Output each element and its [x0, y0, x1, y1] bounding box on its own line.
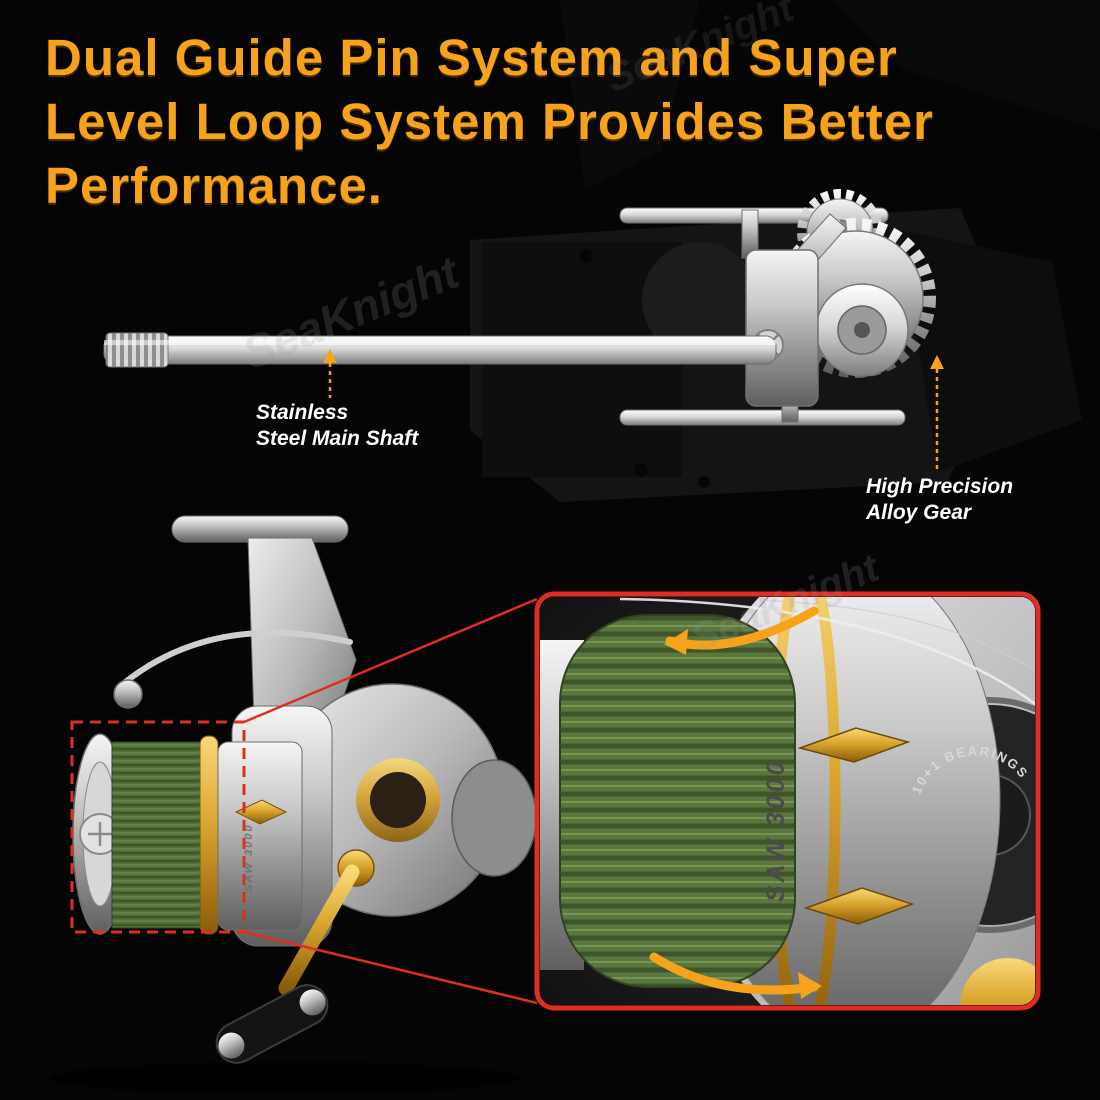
gear-callout-line-2: Alloy Gear [866, 501, 972, 524]
inset-border [534, 591, 1041, 1011]
guide-pin-bottom [619, 391, 906, 426]
handle-knob [215, 984, 329, 1064]
main-shaft [103, 332, 777, 368]
shaft-leader [323, 349, 337, 398]
gearbox-mechanism [103, 189, 936, 426]
gear-callout-label: High Precision Alloy Gear [866, 474, 1013, 526]
gear-callout-line-1: High Precision [866, 475, 1014, 498]
gear-leader [930, 355, 944, 470]
zoom-highlight [70, 597, 538, 1005]
rotation-arrow-top [664, 606, 819, 655]
headline-line-3: Performance. [45, 157, 383, 214]
headline-line-1: Dual Guide Pin System and Super [45, 29, 898, 86]
spool-model-label-inset: SAW 3000 [762, 758, 790, 902]
shaft-callout-line-1: Stainless [256, 401, 349, 424]
headline: Dual Guide Pin System and Super Level Lo… [45, 26, 1075, 218]
shaft-bracket [745, 213, 847, 407]
callout-leaders [323, 349, 944, 470]
shaft-callout-line-2: Steel Main Shaft [256, 427, 419, 450]
spool-model-label-reel: SAW 3000 [243, 823, 255, 892]
background-silhouette [470, 0, 1100, 502]
rotation-arrow-bottom [649, 952, 822, 999]
alloy-gear [776, 218, 936, 378]
reel-photo [50, 515, 537, 1094]
shaft-callout-label: Stainless Steel Main Shaft [256, 400, 418, 452]
zoom-inset: 10+1 BEARINGS [534, 591, 1041, 1011]
headline-line-2: Level Loop System Provides Better [45, 93, 934, 150]
